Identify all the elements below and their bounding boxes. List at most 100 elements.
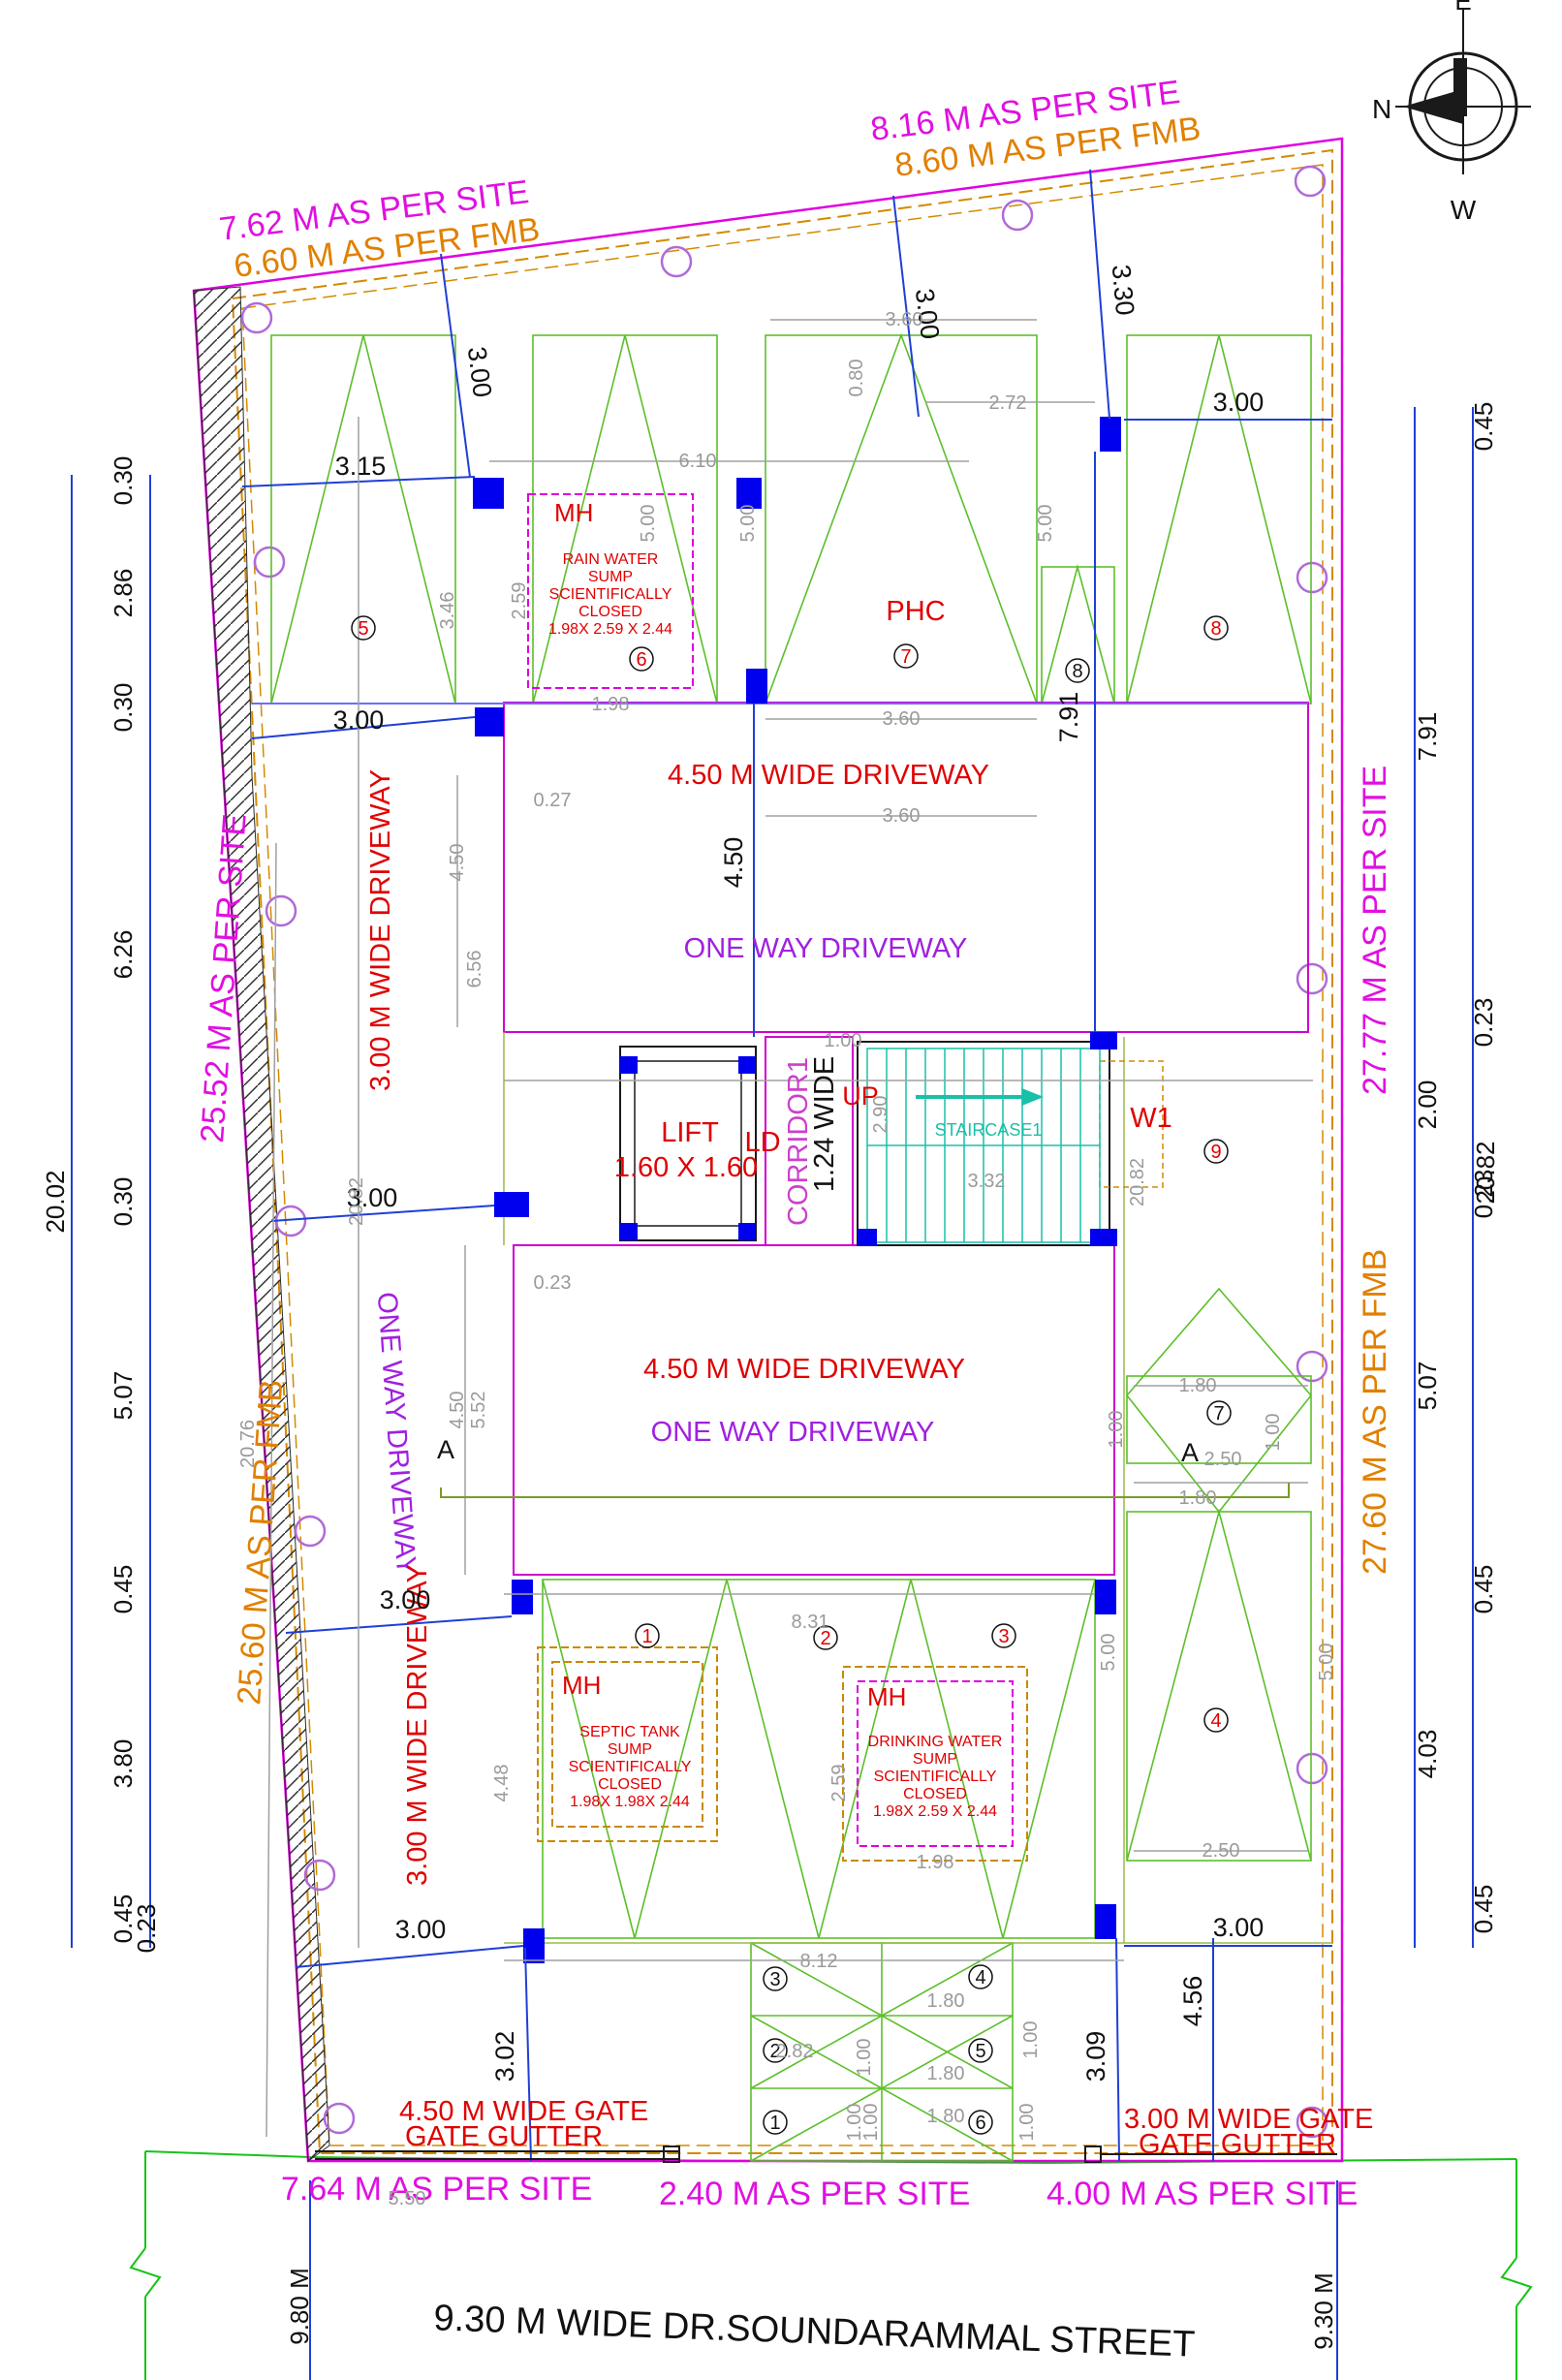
- parking-number: 6: [636, 649, 646, 671]
- gate-parking-number: 4: [975, 1967, 985, 1989]
- setback-value: 3.00: [347, 1183, 398, 1212]
- parking-number: 8: [1210, 618, 1221, 640]
- setback-value: 3.00: [1213, 388, 1265, 417]
- setback-value: 3.30: [1107, 264, 1140, 317]
- setback-value: 3.00: [333, 705, 385, 735]
- section-a-right-label: A: [1181, 1438, 1199, 1467]
- corridor-width-label: 1.24 WIDE: [809, 1056, 840, 1192]
- structural-columns: [473, 417, 1121, 1963]
- internal-dim: 5.00: [1098, 1634, 1119, 1672]
- septic-sump-line-5: 1.98X 1.98X 2.44: [570, 1794, 690, 1810]
- internal-dim: 1.80: [927, 2063, 965, 2084]
- gate-parking-number: 6: [975, 2113, 985, 2134]
- internal-dim: 1.00: [1020, 2021, 1042, 2059]
- drinking-sump-line-2: SUMP: [913, 1751, 957, 1768]
- internal-dim: 4.50: [447, 1392, 468, 1429]
- street-name: 9.30 M WIDE DR.SOUNDARAMMAL STREET: [433, 2298, 1196, 2364]
- internal-dim: 2.50: [1204, 1449, 1242, 1470]
- setback-value: 3.09: [1081, 2031, 1110, 2082]
- staircase-label: STAIRCASE1: [935, 1120, 1043, 1140]
- running-dimension-lines: [71, 407, 1474, 2380]
- left-dim-segment: 0.45: [109, 1565, 138, 1614]
- internal-dim: 5.52: [468, 1392, 489, 1429]
- right-dim-segment: 0.45: [1469, 1565, 1498, 1614]
- right-site-label: 27.77 M AS PER SITE: [1357, 766, 1393, 1095]
- left-dim-segment: 0.30: [109, 1177, 138, 1227]
- parking-number: 4: [1210, 1710, 1221, 1732]
- right-total-dim: 20.82: [1471, 1141, 1500, 1204]
- parking-bays-gate: [750, 1942, 1014, 2162]
- left-dim-segment: 2.86: [109, 569, 138, 618]
- rain-sump-line-3: SCIENTIFICALLY: [549, 586, 672, 603]
- internal-dim: 20.76: [237, 1420, 259, 1468]
- setback-value: 3.15: [335, 452, 387, 481]
- left-dim-segment: 0.30: [109, 683, 138, 733]
- setback-value: 3.00: [462, 345, 497, 399]
- lower-driveway-label: 4.50 M WIDE DRIVEWAY: [643, 1354, 965, 1385]
- internal-dim: 0.80: [846, 360, 867, 397]
- parking-bays-top: [270, 332, 1312, 705]
- internal-dim: 8.31: [792, 1612, 829, 1633]
- tree-markers: [240, 165, 1328, 2139]
- upper-one-way-label: ONE WAY DRIVEWAY: [684, 933, 968, 964]
- drinking-sump-line-3: SCIENTIFICALLY: [874, 1769, 997, 1785]
- drinking-sump-mh: MH: [867, 1682, 906, 1711]
- drinking-sump-line-1: DRINKING WATER: [868, 1734, 1003, 1750]
- compass-north-arrow: [1395, 10, 1531, 174]
- internal-dim: 0.27: [534, 790, 572, 811]
- internal-dim: 1.00: [1016, 2104, 1038, 2142]
- bottom-left-site-label: 7.64 M AS PER SITE: [281, 2171, 592, 2208]
- rain-sump-line-2: SUMP: [588, 569, 633, 585]
- phc-label: PHC: [886, 596, 945, 627]
- sump-boxes: [527, 493, 1028, 1862]
- right-dim-segment: 0.45: [1469, 402, 1498, 452]
- internal-dim: 2.59: [828, 1765, 850, 1802]
- left-dim-segment: 0.30: [109, 456, 138, 506]
- setback-value: 4.50: [719, 837, 748, 889]
- parking-number: 9: [1210, 1142, 1221, 1163]
- rain-sump-line-5: 1.98X 2.59 X 2.44: [548, 621, 672, 638]
- upper-driveway-label: 4.50 M WIDE DRIVEWAY: [668, 760, 989, 791]
- setback-value: 3.00: [1213, 1913, 1265, 1942]
- internal-dim: 1.98: [592, 694, 630, 715]
- gate-parking-number: 3: [769, 1969, 780, 1990]
- septic-sump-mh: MH: [562, 1671, 601, 1700]
- street-width-right: 9.30 M: [1309, 2272, 1338, 2350]
- septic-sump-line-1: SEPTIC TANK: [579, 1724, 680, 1740]
- parking-number: 7: [900, 646, 911, 668]
- internal-dim: 20.82: [346, 1177, 367, 1226]
- septic-sump-line-2: SUMP: [608, 1741, 652, 1758]
- internal-dim: 1.00: [1263, 1414, 1284, 1452]
- left-total-dim: 20.02: [41, 1170, 70, 1233]
- right-dim-segment: 0.45: [1469, 1885, 1498, 1934]
- right-dim-segment: 0.23: [1469, 1170, 1498, 1219]
- setback-arrows: [241, 169, 1332, 2162]
- stair-up-label: UP: [842, 1081, 879, 1111]
- lift-size-label: 1.60 X 1.60: [614, 1152, 758, 1183]
- internal-dim: 2.59: [509, 582, 530, 620]
- left-gate-gutter-label: GATE GUTTER: [405, 2121, 603, 2152]
- internal-dim: 5.00: [1035, 505, 1056, 543]
- internal-dim: 3.60: [883, 805, 921, 827]
- side-driveway-lower-label: 3.00 M WIDE DRIVEWAY: [402, 1564, 433, 1886]
- septic-sump-line-3: SCIENTIFICALLY: [569, 1759, 692, 1775]
- rain-sump-line-1: RAIN WATER: [563, 551, 659, 568]
- internal-dimension-lines: [266, 319, 1313, 2138]
- setback-value: 4.56: [1178, 1976, 1207, 2027]
- vertical-one-way-label: ONE WAY DRIVEWAY: [371, 1291, 422, 1576]
- internal-dim: 1.80: [927, 1990, 965, 2012]
- internal-dim: 1.00: [1106, 1411, 1127, 1449]
- internal-dim: 6.56: [464, 951, 485, 988]
- internal-dim: 8.12: [800, 1951, 838, 1972]
- internal-dim: 1.80: [1179, 1488, 1217, 1509]
- internal-dim: 20.82: [1127, 1158, 1148, 1206]
- side-driveway-upper-label: 3.00 M WIDE DRIVEWAY: [365, 769, 396, 1091]
- internal-dim: 5.00: [1316, 1644, 1337, 1681]
- internal-dim: 1.80: [927, 2106, 965, 2127]
- drinking-sump-line-5: 1.98X 2.59 X 2.44: [873, 1803, 997, 1820]
- gate-parking-number: 1: [769, 2113, 780, 2134]
- internal-dim: 1.00: [860, 2104, 882, 2142]
- parking-number-circles: [351, 615, 1232, 2135]
- lift-door-label: LD: [744, 1127, 780, 1158]
